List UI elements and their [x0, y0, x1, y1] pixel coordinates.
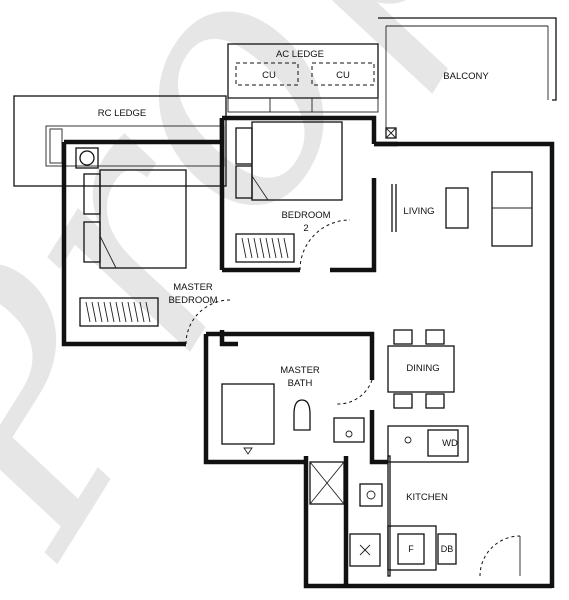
- ac-ledge-label: AC LEDGE: [276, 49, 324, 60]
- bedroom2-label-line1: BEDROOM: [281, 210, 330, 221]
- living-table: [445, 187, 469, 229]
- bedroom2-wardrobe: [235, 233, 295, 263]
- dining-table: [387, 345, 455, 393]
- master-bedroom-label-line1: MASTER: [173, 282, 213, 293]
- kitchen-label: KITCHEN: [406, 492, 448, 503]
- db-box: [437, 533, 457, 565]
- cu-1-label: CU: [262, 70, 276, 81]
- walls: [13, 17, 557, 589]
- master-bath-label-line1: MASTER: [280, 365, 320, 376]
- fridge-label: F: [408, 544, 414, 554]
- rc-ledge-label: RC LEDGE: [98, 108, 147, 119]
- fridge-box: [397, 533, 425, 565]
- master-bed: [99, 169, 187, 269]
- bath-shower: [221, 383, 275, 445]
- wd-label: WD: [442, 438, 458, 449]
- furniture: [75, 121, 533, 567]
- living-sofa: [491, 171, 533, 247]
- balcony-label: BALCONY: [443, 71, 489, 82]
- cu-2-label: CU: [336, 70, 350, 81]
- shower-box: [309, 461, 345, 505]
- master-bedroom-label-line2: BEDROOM: [168, 295, 217, 306]
- dining-label: DINING: [406, 363, 439, 374]
- bedroom2-label-line2: 2: [303, 223, 308, 234]
- room-labels: AC LEDGE CU CU BALCONY RC LEDGE BEDROOM …: [98, 49, 490, 554]
- doors: [185, 219, 521, 577]
- master-wardrobe: [79, 297, 159, 327]
- rc-ledge-outline: [13, 95, 227, 187]
- living-label: LIVING: [403, 206, 434, 217]
- master-bath-label-line2: BATH: [288, 378, 313, 389]
- db-label: DB: [441, 544, 454, 554]
